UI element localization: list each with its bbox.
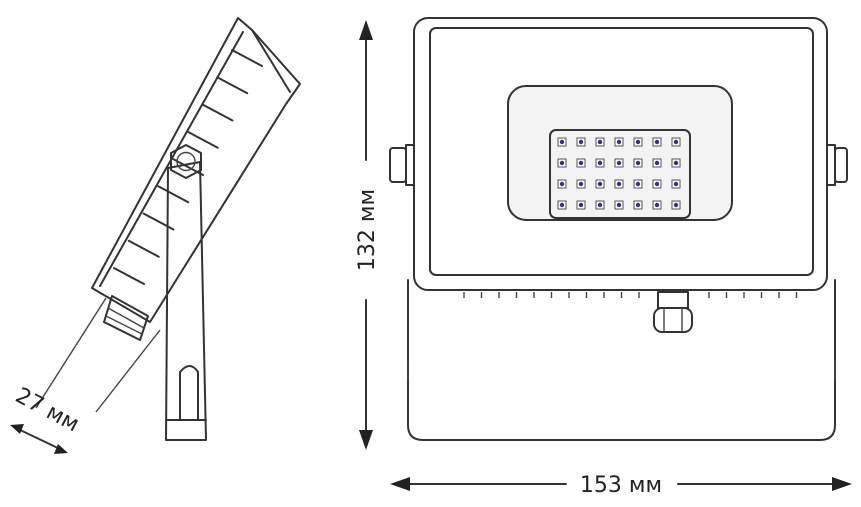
led-dot (616, 160, 622, 166)
width-dimension: 153 мм (390, 473, 852, 498)
led-dot (654, 181, 660, 187)
front-glass-panel (429, 27, 814, 276)
led-dot (559, 181, 565, 187)
front-bracket-plate (407, 279, 836, 441)
depth-dimension: 27 мм (10, 297, 161, 454)
led-dot (673, 202, 679, 208)
cooling-fin (216, 76, 249, 95)
led-board (549, 129, 691, 219)
height-dimension: 132 мм (355, 20, 380, 450)
cooling-fin (186, 130, 219, 149)
led-dot (635, 202, 641, 208)
led-dot (597, 139, 603, 145)
side-view: 27 мм (10, 17, 301, 454)
led-dot (597, 181, 603, 187)
led-array (557, 137, 681, 210)
front-view (389, 17, 848, 441)
led-dot (673, 181, 679, 187)
led-dot (654, 160, 660, 166)
cooling-fin (127, 239, 160, 258)
led-dot (616, 181, 622, 187)
cooling-fin (142, 212, 175, 231)
right-mount-bolt (826, 144, 848, 186)
led-dot (616, 139, 622, 145)
front-cable-gland (653, 291, 693, 333)
led-dot (616, 202, 622, 208)
width-label: 153 мм (580, 473, 662, 498)
cooling-fin (231, 49, 263, 67)
led-dot (635, 139, 641, 145)
left-mount-bolt (389, 144, 415, 186)
side-cable-gland (103, 295, 149, 341)
led-dot (654, 139, 660, 145)
reflector (507, 85, 733, 221)
led-dot (635, 181, 641, 187)
led-dot (559, 139, 565, 145)
led-dot (578, 139, 584, 145)
led-dot (654, 202, 660, 208)
led-dot (559, 160, 565, 166)
led-dot (559, 202, 565, 208)
vent-ticks (463, 292, 798, 298)
led-dot (597, 202, 603, 208)
height-label: 132 мм (355, 189, 380, 271)
side-bracket (165, 161, 207, 441)
cooling-fin (201, 103, 234, 122)
cooling-fin (157, 185, 190, 204)
led-dot (635, 160, 641, 166)
side-housing (91, 17, 301, 323)
led-dot (578, 160, 584, 166)
cooling-fin (113, 267, 145, 285)
led-dot (578, 202, 584, 208)
led-dot (673, 139, 679, 145)
led-dot (597, 160, 603, 166)
hex-bolt (170, 144, 202, 179)
cooling-fins (113, 49, 263, 285)
led-dot (578, 181, 584, 187)
led-dot (673, 160, 679, 166)
